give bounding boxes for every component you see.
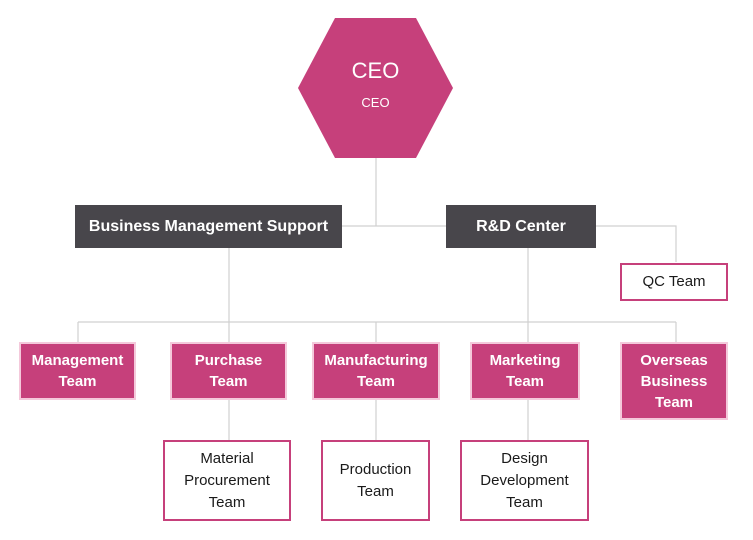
manufacturing-team-node: Manufacturing Team [312,342,440,400]
design-development-team-node: Design Development Team [460,440,589,521]
marketing-team-node: Marketing Team [470,342,580,400]
production-team-node: Production Team [321,440,430,521]
overseas-business-team-node: Overseas Business Team [620,342,728,420]
material-procurement-team-node: Material Procurement Team [163,440,291,521]
ceo-node: CEO CEO [298,18,453,158]
business-management-support-node: Business Management Support [75,205,342,248]
connector-line [596,225,677,262]
management-team-node: Management Team [19,342,136,400]
rnd-center-node: R&D Center [446,205,596,248]
qc-team-node: QC Team [620,263,728,301]
ceo-title: CEO [351,58,400,83]
ceo-subtitle: CEO [361,95,390,110]
purchase-team-node: Purchase Team [170,342,287,400]
ceo-hexagon-shape [298,18,453,158]
